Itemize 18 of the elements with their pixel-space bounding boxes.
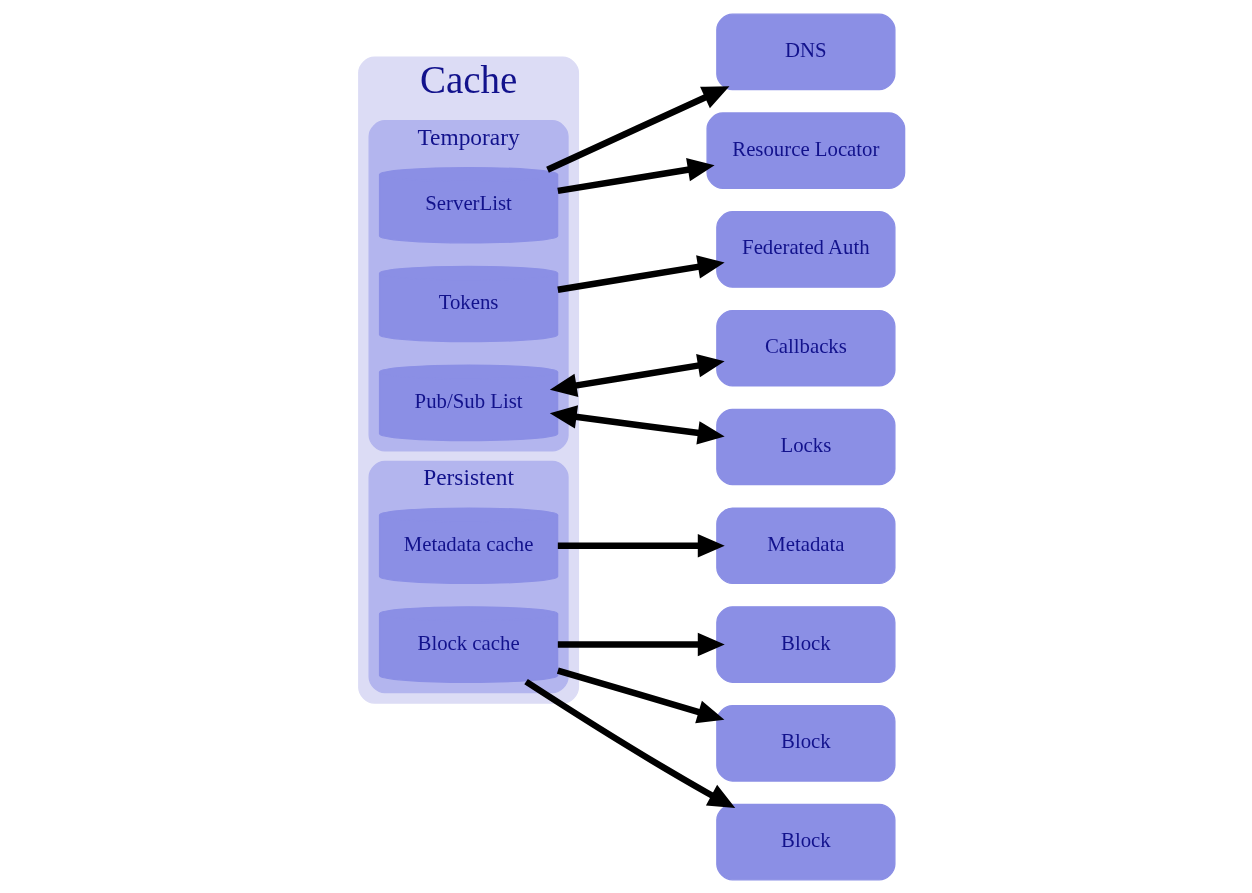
arrow <box>556 157 715 194</box>
node-box: Block <box>715 704 896 782</box>
arrow <box>557 632 725 656</box>
node-box: Block <box>715 803 896 880</box>
node-box: Callbacks <box>715 309 896 387</box>
arrow <box>549 404 725 445</box>
arrow <box>556 666 724 723</box>
node-box: Metadata <box>715 506 896 584</box>
arrow <box>557 533 725 558</box>
node-box: Federated Auth <box>715 210 896 288</box>
node-box: Resource Locator <box>705 111 905 189</box>
node-box: DNS <box>715 13 896 90</box>
arrow <box>523 678 735 808</box>
arrow <box>545 85 729 173</box>
arrow <box>549 353 725 397</box>
arrow <box>556 254 725 293</box>
node-box: Block <box>715 605 896 683</box>
node-box: Locks <box>715 408 896 485</box>
